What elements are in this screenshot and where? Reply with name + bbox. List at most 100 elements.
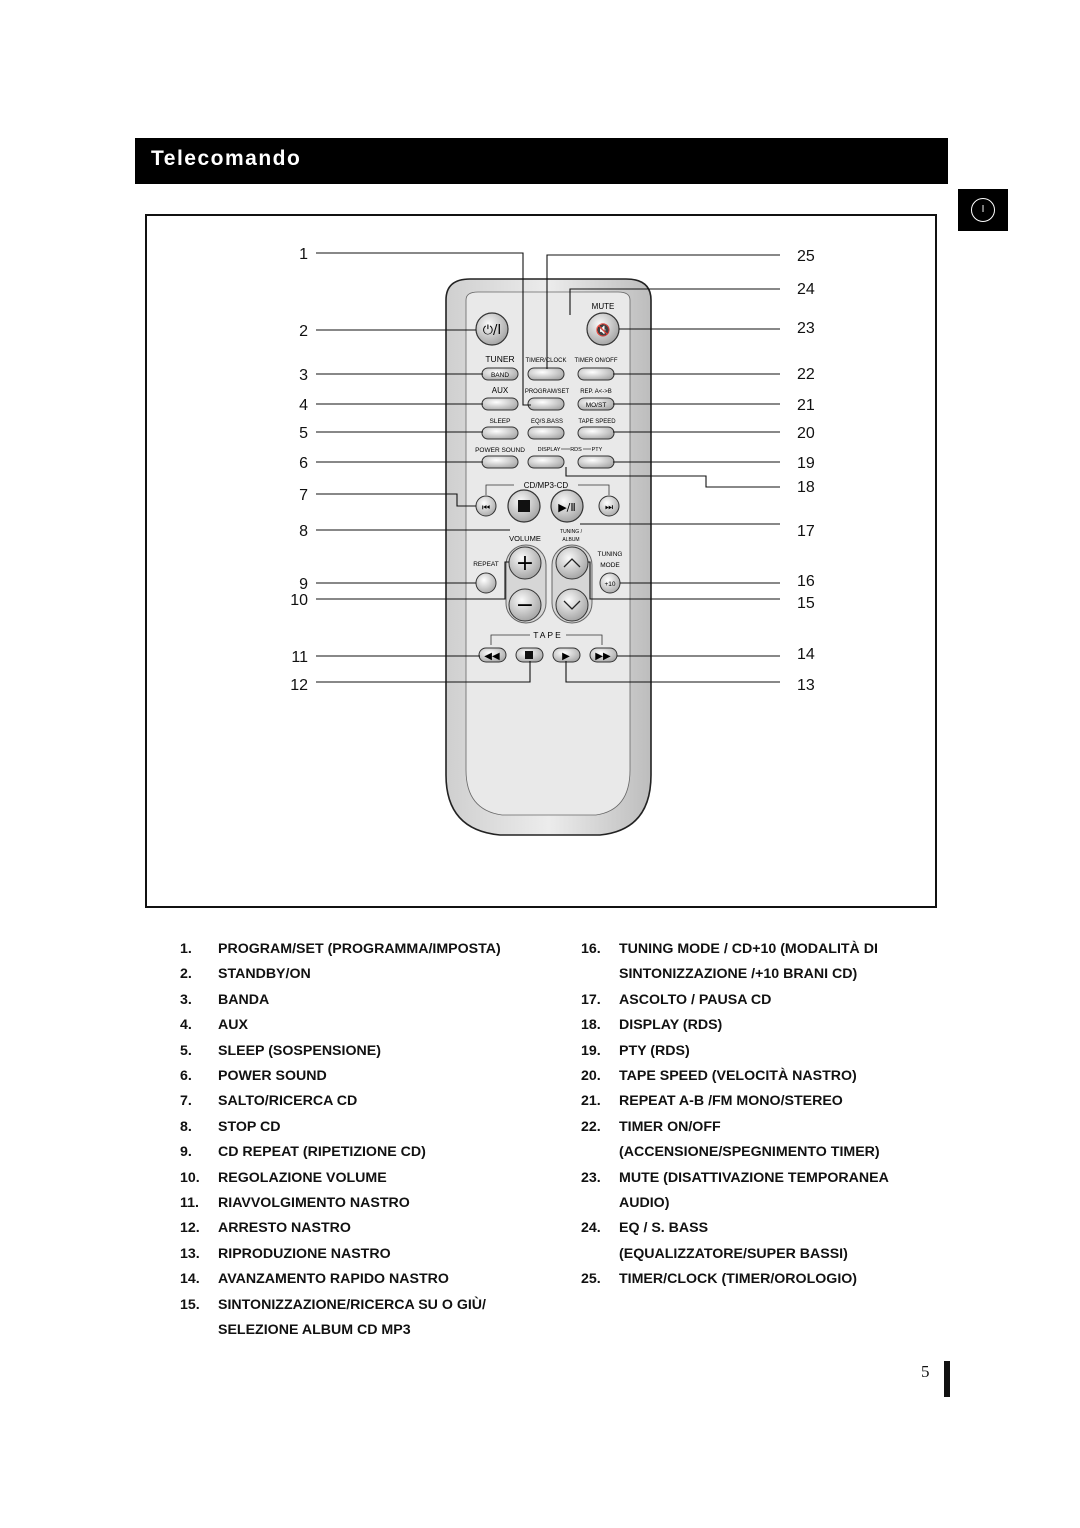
language-tab-label: I [971,198,995,222]
callout-1: 1 [299,246,308,263]
callout-20: 20 [797,425,815,442]
power-sound-label: POWER SOUND [475,447,525,454]
tape-bracket-left [490,634,530,645]
leader-lines-left [316,252,531,683]
tape-fast-forward-button[interactable] [589,647,618,663]
callout-5: 5 [299,425,308,442]
callout-19: 19 [797,455,815,472]
plus10-label: +10 [604,581,615,588]
tuning-album-label-2: ALBUM [562,537,579,543]
cd-play-pause-icon: ▶/Ⅱ [558,501,576,514]
legend-item: 25.TIMER/CLOCK (TIMER/OROLOGIO) [581,1271,858,1288]
callout-14: 14 [797,646,815,663]
page-number: 5 [921,1362,930,1381]
volume-label: VOLUME [509,534,541,543]
tuning-mode-label-1: TUNING [598,551,623,558]
cd-bracket-right [578,484,610,495]
rewind-icon: ◀◀ [484,651,500,662]
program-set-button[interactable] [527,397,565,411]
callout-24: 24 [797,281,815,298]
legend-item: 15.SINTONIZZAZIONE/RICERCA SU O GIÙ/ [180,1296,486,1313]
timer-onoff-button[interactable] [577,367,615,381]
legend-item: 18.DISPLAY (RDS) [581,1017,723,1034]
legend-item: 1.PROGRAM/SET (PROGRAMMA/IMPOSTA) [180,941,501,957]
eq-sbass-button[interactable] [527,426,565,440]
callout-11: 11 [291,649,308,666]
pty-label: PTY [592,447,603,453]
language-tab: I [958,189,1008,231]
legend-item: 2.STANDBY/ON [180,966,311,983]
display-button[interactable] [527,455,565,469]
remote-diagram-frame [145,214,937,908]
cd-skip-forward-button[interactable] [598,495,620,517]
repeat-label: REPEAT [473,561,499,568]
pty-button[interactable] [577,455,615,469]
legend-item: 3.BANDA [180,991,270,1008]
legend-item: 24.EQ / S. BASS [581,1220,709,1237]
rep-ab-label: REP. A<->B [580,389,612,395]
callout-2: 2 [299,323,308,340]
callout-12: 12 [290,677,308,694]
cd-stop-icon [518,500,530,512]
callout-21: 21 [797,397,815,414]
tape-bracket-right [566,634,603,645]
fast-forward-icon: ▶▶ [595,651,611,662]
power-sound-button[interactable] [481,455,519,469]
legend-item: 21.REPEAT A-B /FM MONO/STEREO [581,1093,843,1110]
cd-skip-forward-icon: ⏭ [605,503,613,513]
mute-icon: 🔇 [596,323,611,337]
callout-15: 15 [797,595,815,612]
eq-sbass-label: EQ/S.BASS [531,419,563,425]
program-set-label: PROGRAM/SET [525,389,570,395]
volume-up-button[interactable] [508,546,542,580]
tape-speed-label: TAPE SPEED [578,419,616,425]
tuning-album-label-1: TUNING / [560,529,583,535]
standby-icon: ⏻/I [483,323,502,338]
callout-17: 17 [797,523,815,540]
chevron-down-icon [563,600,581,610]
chevron-up-icon [563,558,581,568]
tape-label: TAPE [533,630,563,640]
sleep-button[interactable] [481,426,519,440]
mo-st-label: MO/ST [586,402,607,409]
legend-item: 22.TIMER ON/OFF [581,1118,721,1135]
legend-item: 5.SLEEP (SOSPENSIONE) [180,1042,381,1059]
timer-onoff-label: TIMER ON/OFF [575,358,618,364]
legend-list-left: 1.PROGRAM/SET (PROGRAMMA/IMPOSTA) 2.STAN… [180,937,501,1344]
band-label: BAND [491,372,509,379]
legend-item: 9.CD REPEAT (RIPETIZIONE CD) [180,1144,426,1161]
legend-item: 8.STOP CD [180,1118,281,1135]
tape-rewind-button[interactable] [478,647,507,663]
volume-down-button[interactable] [508,588,542,622]
legend-item: 14.AVANZAMENTO RAPIDO NASTRO [180,1271,449,1288]
legend-item: 4.AUX [180,1017,248,1034]
timer-clock-button[interactable] [527,367,565,381]
legend-item: (ACCENSIONE/SPEGNIMENTO TIMER) [619,1144,880,1161]
callout-10: 10 [290,592,308,609]
legend-item: 11.RIAVVOLGIMENTO NASTRO [180,1195,410,1212]
legend-item: 17.ASCOLTO / PAUSA CD [581,991,772,1008]
legend-item: 7.SALTO/RICERCA CD [180,1093,358,1110]
standby-button[interactable] [475,312,509,346]
aux-button[interactable] [481,397,519,411]
legend-item: 10.REGOLAZIONE VOLUME [180,1169,387,1186]
legend-item: 13.RIPRODUZIONE NASTRO [180,1245,391,1262]
legend-item: SINTONIZZAZIONE /+10 BRANI CD) [619,966,858,983]
legend-item: 23.MUTE (DISATTIVAZIONE TEMPORANEA [581,1169,889,1186]
repeat-button[interactable] [475,572,497,594]
mute-label: MUTE [592,302,615,311]
callout-6: 6 [299,455,308,472]
tuning-down-button[interactable] [555,588,589,622]
callout-18: 18 [797,479,815,496]
tuning-mode-label-2: MODE [600,562,620,569]
tape-speed-button[interactable] [577,426,615,440]
tape-play-icon: ▶ [562,651,570,662]
minus-icon: − [516,593,534,618]
tuning-up-button[interactable] [555,546,589,580]
callout-8: 8 [299,523,308,540]
callout-25: 25 [797,248,815,265]
remote-face [465,291,631,816]
callout-7: 7 [299,487,308,504]
legend-item: AUDIO) [619,1195,670,1212]
cd-play-pause-button[interactable] [550,489,584,523]
